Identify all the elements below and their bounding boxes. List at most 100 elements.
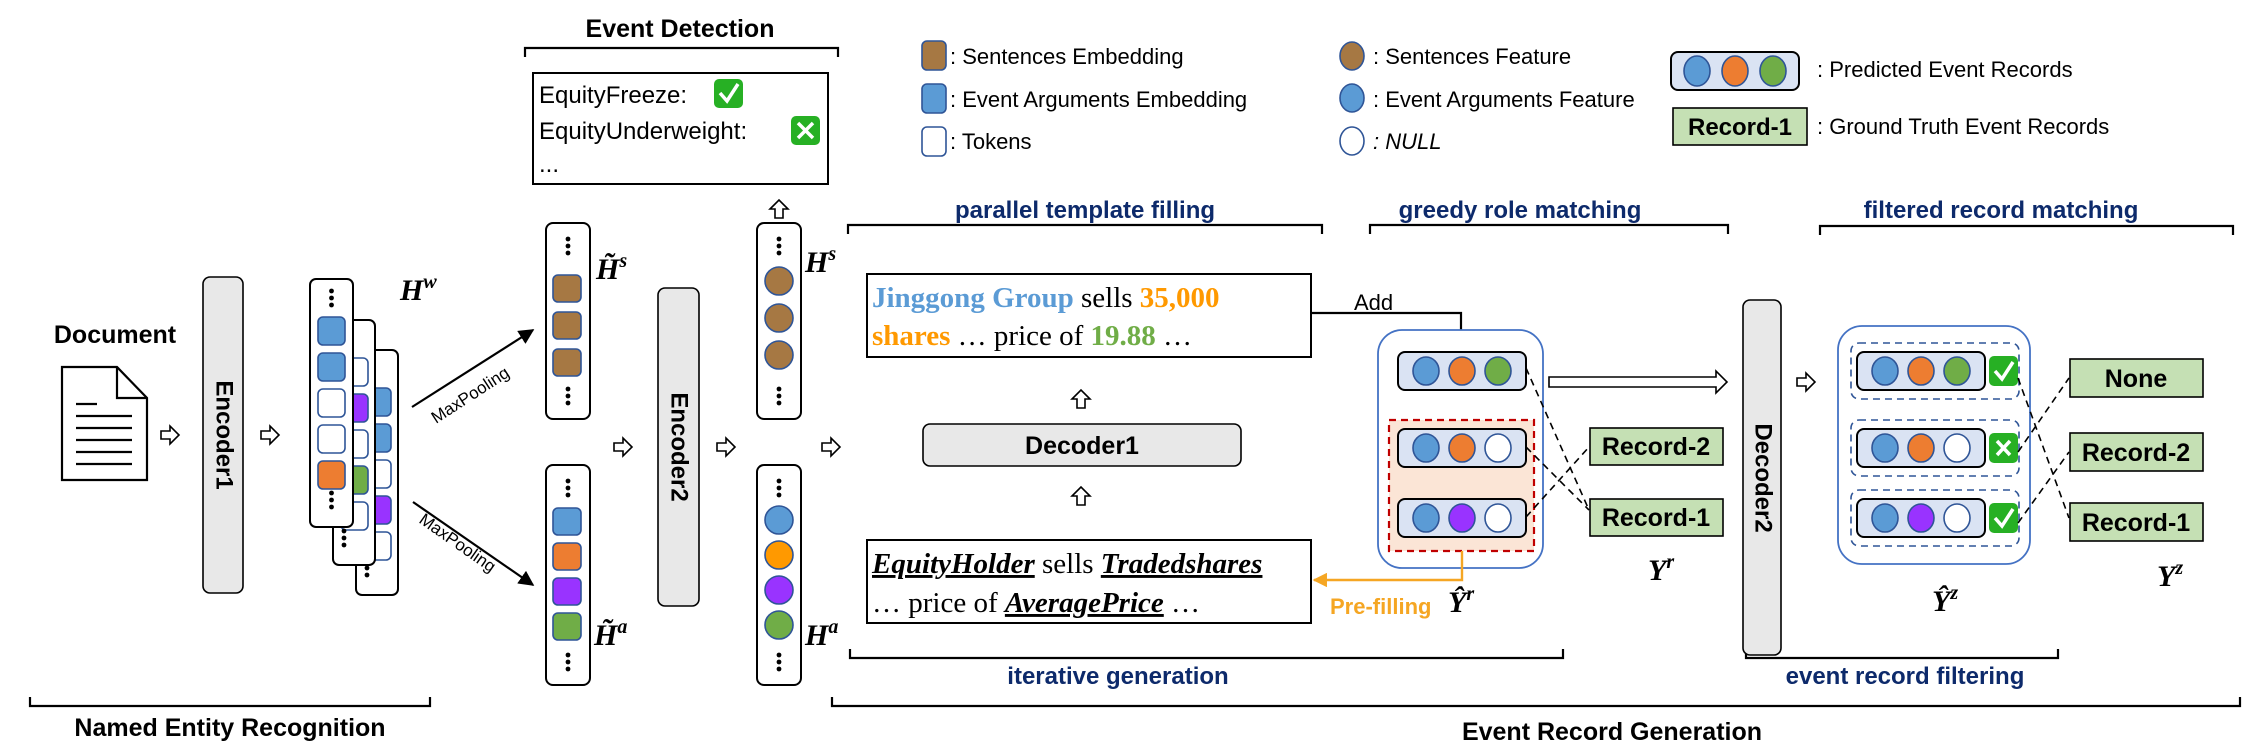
arrow-encoder2-to-features bbox=[716, 437, 736, 457]
event-detection-box: EquityFreeze: EquityUnderweight: ... bbox=[532, 72, 829, 185]
template-sentence-line1: EquityHolder sells Tradedshares bbox=[871, 548, 1262, 580]
ellipsis-dot bbox=[341, 535, 347, 541]
filtered-record-row bbox=[1850, 342, 2020, 400]
legend-swatch-argument-feature bbox=[1339, 83, 1365, 113]
decoder1-block: Decoder1 bbox=[922, 423, 1242, 467]
iterative-generation-bracket bbox=[848, 649, 1565, 660]
legend-label-ground-truth-records: : Ground Truth Event Records bbox=[1817, 114, 2109, 139]
parallel-template-filling-bracket bbox=[846, 223, 1324, 234]
legend-swatch-argument-embedding bbox=[921, 83, 947, 114]
ellipsis-dot bbox=[341, 528, 347, 534]
ellipsis-dot bbox=[776, 400, 782, 406]
symbol-yr-hat: Ŷr bbox=[1448, 583, 1474, 619]
ellipsis-dot bbox=[364, 565, 370, 571]
legend-label-predicted-records: : Predicted Event Records bbox=[1817, 57, 2073, 82]
yr-hat-records bbox=[1397, 351, 1527, 538]
symbol-yz: Yz bbox=[2157, 557, 2183, 593]
ellipsis-dot bbox=[565, 243, 571, 249]
ellipsis-dot bbox=[776, 492, 782, 498]
prefilling-arrow bbox=[1312, 551, 1464, 588]
event-record-generation-bracket bbox=[830, 697, 2242, 708]
embedding-cell bbox=[552, 577, 582, 606]
ellipsis-dot bbox=[776, 393, 782, 399]
check-icon bbox=[1989, 503, 2018, 533]
argument-feature bbox=[1907, 356, 1935, 386]
svg-text:None: None bbox=[2105, 365, 2168, 393]
legend-label-sentence-feature: : Sentences Feature bbox=[1373, 44, 1571, 69]
svg-text:Record-1: Record-1 bbox=[1602, 504, 1710, 532]
hw-cell bbox=[317, 316, 346, 346]
embedding-cell bbox=[552, 274, 582, 303]
yz-ground-truth-none: None bbox=[2069, 358, 2204, 398]
ellipsis-dot bbox=[565, 492, 571, 498]
ha-column bbox=[756, 464, 802, 686]
sentence-segment: … price of bbox=[872, 587, 1005, 619]
decoder1-label: Decoder1 bbox=[1025, 432, 1139, 460]
legend-swatch-tokens bbox=[921, 126, 947, 157]
ellipsis-dot bbox=[565, 400, 571, 406]
feature-cell bbox=[764, 303, 794, 333]
ellipsis-dot bbox=[329, 288, 334, 294]
predicted-event-record bbox=[1397, 498, 1527, 538]
ellipsis-dot bbox=[776, 666, 782, 672]
document-label: Document bbox=[54, 321, 177, 349]
ellipsis-dot bbox=[565, 393, 571, 399]
encoder2-block: Encoder2 bbox=[657, 287, 700, 607]
symbol-hs: Hs bbox=[804, 243, 836, 279]
filled-sentence-line2: shares … price of 19.88 … bbox=[872, 320, 1192, 352]
event-record-generation-label: Event Record Generation bbox=[1462, 718, 1762, 746]
hs-column bbox=[756, 222, 802, 420]
ellipsis-dot bbox=[565, 386, 571, 392]
template-sentence-box: EquityHolder sells Tradedshares … price … bbox=[866, 539, 1312, 624]
sentence-segment: … bbox=[1164, 587, 1200, 619]
event-record-filtering-bracket bbox=[1744, 649, 2060, 660]
ellipsis-dot bbox=[329, 504, 334, 510]
argument-feature bbox=[1943, 433, 1971, 463]
argument-feature bbox=[1448, 433, 1476, 463]
ellipsis-dot bbox=[329, 497, 334, 503]
sentence-segment: sells bbox=[1035, 548, 1101, 580]
greedy-matching-lines bbox=[1525, 367, 1590, 518]
predicted-event-record bbox=[1856, 428, 1986, 468]
document-icon bbox=[60, 365, 149, 482]
filled-sentence-line1: Jinggong Group sells 35,000 bbox=[872, 282, 1220, 314]
hs-tilde-column bbox=[545, 222, 591, 420]
maxpool-top-label: MaxPooling bbox=[428, 363, 513, 427]
legend-label-sentence-embedding: : Sentences Embedding bbox=[950, 44, 1184, 69]
template-sentence-line2: … price of AveragePrice … bbox=[872, 587, 1200, 619]
ellipsis-dot bbox=[776, 236, 782, 242]
ha-tilde-column bbox=[545, 464, 591, 686]
argument-feature bbox=[1484, 503, 1512, 533]
sentence-segment: shares bbox=[872, 320, 950, 352]
ellipsis-dot bbox=[776, 485, 782, 491]
cross-icon bbox=[1989, 433, 2018, 463]
event-type-ellipsis: ... bbox=[539, 151, 559, 178]
embedding-cell bbox=[552, 612, 582, 641]
event-type-equity-underweight: EquityUnderweight: bbox=[539, 118, 747, 145]
arrow-doc-to-encoder1 bbox=[160, 425, 180, 445]
decoder2-label: Decoder2 bbox=[1750, 423, 1777, 532]
legend-swatch-null bbox=[1339, 126, 1365, 156]
yr-ground-truth-record-2: Record-2 bbox=[1589, 427, 1724, 466]
greedy-role-matching-label: greedy role matching bbox=[1399, 197, 1642, 224]
legend-label-null: : NULL bbox=[1373, 129, 1441, 154]
argument-feature bbox=[1484, 356, 1512, 386]
argument-feature bbox=[1412, 503, 1440, 533]
add-label: Add bbox=[1354, 290, 1393, 315]
maxpool-arrow-top bbox=[411, 329, 535, 408]
feature-cell bbox=[764, 266, 794, 296]
argument-feature bbox=[1448, 503, 1476, 533]
legend-ground-truth-sample: Record-1 bbox=[1672, 107, 1808, 146]
arrow-to-encoder2 bbox=[613, 437, 633, 457]
symbol-ha-tilde: H̃a bbox=[593, 616, 627, 652]
argument-feature bbox=[1448, 356, 1476, 386]
event-detection-bracket bbox=[523, 46, 840, 57]
ellipsis-dot bbox=[565, 666, 571, 672]
role-slot: AveragePrice bbox=[1003, 587, 1164, 619]
sentence-segment: sells bbox=[1074, 282, 1140, 314]
hw-token-stacks bbox=[309, 278, 399, 596]
argument-feature bbox=[1871, 356, 1899, 386]
filtered-matching-lines bbox=[2017, 377, 2070, 524]
sentence-segment: 35,000 bbox=[1140, 282, 1220, 314]
